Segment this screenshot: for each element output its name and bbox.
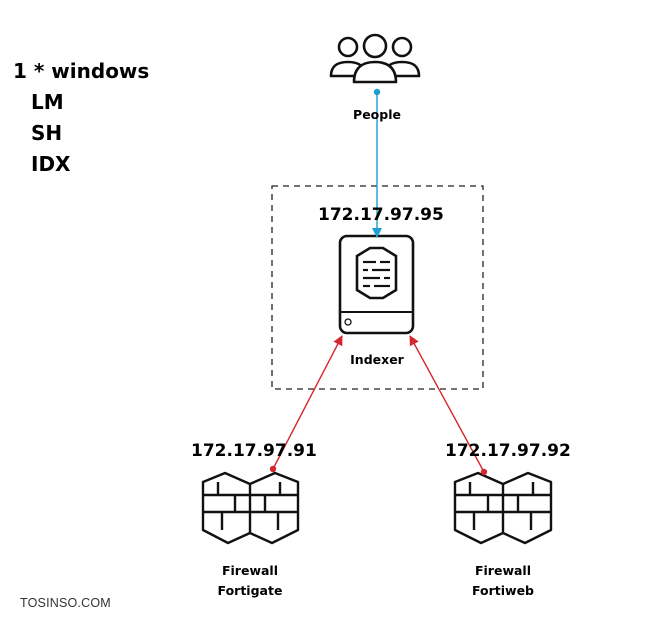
indexer-server-icon	[338, 234, 415, 335]
people-label: People	[353, 107, 401, 122]
side-note-item-sh: SH	[31, 121, 63, 145]
connection-fortiweb-indexer	[409, 335, 488, 476]
fortigate-label: Firewall Fortigate	[210, 561, 290, 601]
people-group-icon	[329, 33, 421, 84]
firewall-fortigate-icon	[201, 471, 300, 545]
firewall-fortiweb-icon	[453, 471, 553, 545]
side-note: 1 * windows LM SH IDX	[13, 56, 149, 180]
fortigate-label-line2: Fortigate	[217, 583, 283, 598]
fortiweb-label: Firewall Fortiweb	[463, 561, 543, 601]
fortigate-label-line1: Firewall	[221, 563, 279, 578]
side-note-item-lm: LM	[31, 90, 64, 114]
fortiweb-ip: 172.17.97.92	[445, 441, 571, 461]
indexer-label: Indexer	[350, 352, 404, 367]
indexer-ip: 172.17.97.95	[318, 205, 444, 225]
fortiweb-label-line1: Firewall	[474, 563, 532, 578]
side-note-item-idx: IDX	[31, 152, 71, 176]
fortiweb-label-line2: Fortiweb	[471, 583, 535, 598]
side-note-title: 1 * windows	[13, 59, 150, 83]
connection-people-indexer	[372, 88, 382, 238]
connection-fortigate-indexer	[269, 335, 343, 473]
watermark: TOSINSO.COM	[20, 596, 111, 610]
fortigate-ip: 172.17.97.91	[191, 441, 317, 461]
indexer-boundary-box	[271, 185, 484, 390]
